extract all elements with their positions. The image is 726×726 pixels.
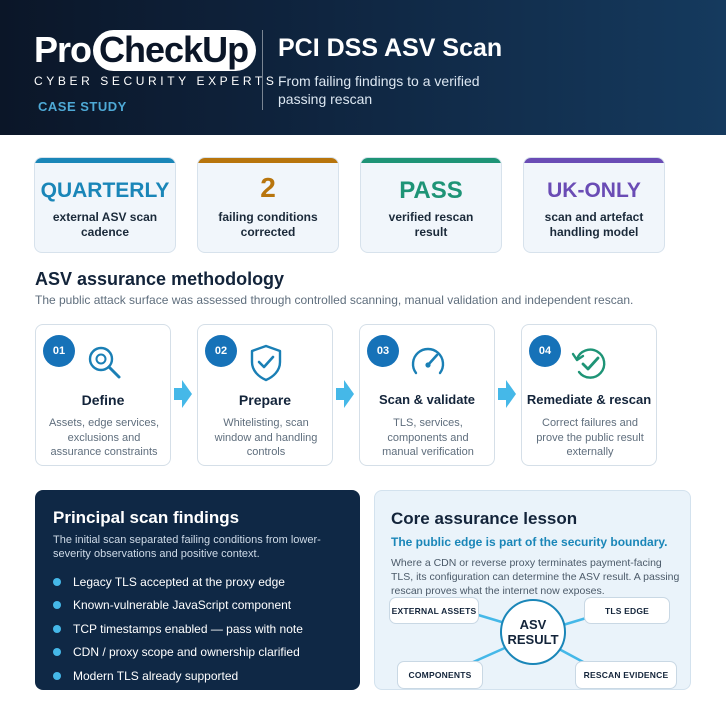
step-card-scan-validate: 03 Scan & validate TLS, services, compon… <box>359 324 495 466</box>
center-node-line2: RESULT <box>507 632 559 647</box>
refresh-check-icon <box>571 348 606 379</box>
step-card-remediate-rescan: 04 Remediate & rescan Correct failures a… <box>521 324 657 466</box>
page-title: PCI DSS ASV Scan <box>278 34 503 62</box>
logo-pro: Pro <box>34 29 92 70</box>
stat-card-failing-conditions: 2 failing conditions corrected <box>197 157 339 253</box>
bullet-dot-icon <box>53 577 61 586</box>
step-card-define: 01 Define Assets, edge services, exclusi… <box>35 324 171 466</box>
list-item: Modern TLS already supported <box>53 664 303 688</box>
arrow-right-icon <box>498 380 516 408</box>
shield-check-icon <box>250 344 282 382</box>
list-item: Known-vulnerable JavaScript component <box>53 594 303 618</box>
stat-accent-bar <box>361 158 501 163</box>
stat-value: QUARTERLY <box>40 179 170 202</box>
finding-text: TCP timestamps enabled — pass with note <box>73 621 303 636</box>
stat-card-handling-model: UK-ONLY scan and artefact handling model <box>523 157 665 253</box>
stat-card-rescan-result: PASS verified rescan result <box>360 157 502 253</box>
page-subtitle: From failing findings to a verified pass… <box>278 73 480 107</box>
node-rescan-evidence: RESCAN EVIDENCE <box>575 661 677 689</box>
stat-accent-bar <box>198 158 338 163</box>
stat-value: PASS <box>399 177 463 204</box>
bullet-dot-icon <box>53 624 61 633</box>
header-divider <box>262 30 263 110</box>
step-number-badge: 02 <box>205 335 237 367</box>
node-external-assets: EXTERNAL ASSETS <box>389 597 479 624</box>
bullet-dot-icon <box>53 671 61 680</box>
step-title: Prepare <box>238 392 292 408</box>
stat-accent-bar <box>35 158 175 163</box>
step-description: Assets, edge services, exclusions and as… <box>48 417 160 458</box>
asv-result-node: ASV RESULT <box>500 599 566 665</box>
magnifier-icon <box>88 346 121 379</box>
case-study-label: CASE STUDY <box>38 99 127 114</box>
stat-label: scan and artefact handling model <box>544 210 644 239</box>
step-description: Correct failures and prove the public re… <box>536 417 644 458</box>
stat-card-cadence: QUARTERLY external ASV scan cadence <box>34 157 176 253</box>
findings-list: Legacy TLS accepted at the proxy edge Kn… <box>53 570 303 688</box>
finding-text: CDN / proxy scope and ownership clarifie… <box>73 645 300 660</box>
stat-accent-bar <box>524 158 664 163</box>
list-item: Legacy TLS accepted at the proxy edge <box>53 570 303 594</box>
stat-value: UK-ONLY <box>547 179 641 202</box>
bullet-dot-icon <box>53 648 61 657</box>
list-item: TCP timestamps enabled — pass with note <box>53 617 303 641</box>
stat-value: 2 <box>260 172 276 203</box>
stat-label: failing conditions corrected <box>218 210 318 239</box>
center-node-line1: ASV <box>519 617 547 632</box>
step-card-prepare: 02 Prepare Whitelisting, scan window and… <box>197 324 333 466</box>
lesson-panel: Core assurance lesson The public edge is… <box>374 490 691 690</box>
methodology-steps: 01 Define Assets, edge services, exclusi… <box>35 324 657 466</box>
lesson-text: Where a CDN or reverse proxy terminates … <box>391 557 680 597</box>
step-description: Whitelisting, scan window and handling c… <box>214 417 318 458</box>
step-title: Scan & validate <box>378 392 476 407</box>
arrow-right-icon <box>336 380 354 408</box>
logo-checkup: CheckUp <box>93 29 257 71</box>
methodology-subtitle: The public attack surface was assessed t… <box>35 293 634 307</box>
node-components: COMPONENTS <box>397 661 483 689</box>
finding-text: Modern TLS already supported <box>73 668 239 683</box>
step-number-badge: 03 <box>367 335 399 367</box>
finding-text: Legacy TLS accepted at the proxy edge <box>73 574 285 589</box>
lesson-title: Core assurance lesson <box>391 509 578 528</box>
list-item: CDN / proxy scope and ownership clarifie… <box>53 641 303 665</box>
findings-subtitle: The initial scan separated failing condi… <box>53 534 321 560</box>
step-number-badge: 04 <box>529 335 561 367</box>
step-description: TLS, services, components and manual ver… <box>382 417 474 458</box>
step-title: Define <box>81 392 125 408</box>
stat-cards: QUARTERLY external ASV scan cadence 2 fa… <box>34 157 666 253</box>
logo-tagline: CYBER SECURITY EXPERTS <box>34 74 278 88</box>
gauge-icon <box>411 347 445 375</box>
bullet-dot-icon <box>53 601 61 610</box>
stat-label: external ASV scan cadence <box>52 210 158 239</box>
step-number-badge: 01 <box>43 335 75 367</box>
stat-label: verified rescan result <box>388 210 474 239</box>
arrow-right-icon <box>174 380 192 408</box>
node-tls-edge: TLS EDGE <box>584 597 670 624</box>
methodology-title: ASV assurance methodology <box>35 269 285 289</box>
findings-title: Principal scan findings <box>53 508 240 527</box>
findings-panel: Principal scan findings The initial scan… <box>35 490 360 690</box>
step-title: Remediate & rescan <box>526 392 652 407</box>
finding-text: Known-vulnerable JavaScript component <box>73 598 292 613</box>
lesson-highlight: The public edge is part of the security … <box>391 535 668 549</box>
